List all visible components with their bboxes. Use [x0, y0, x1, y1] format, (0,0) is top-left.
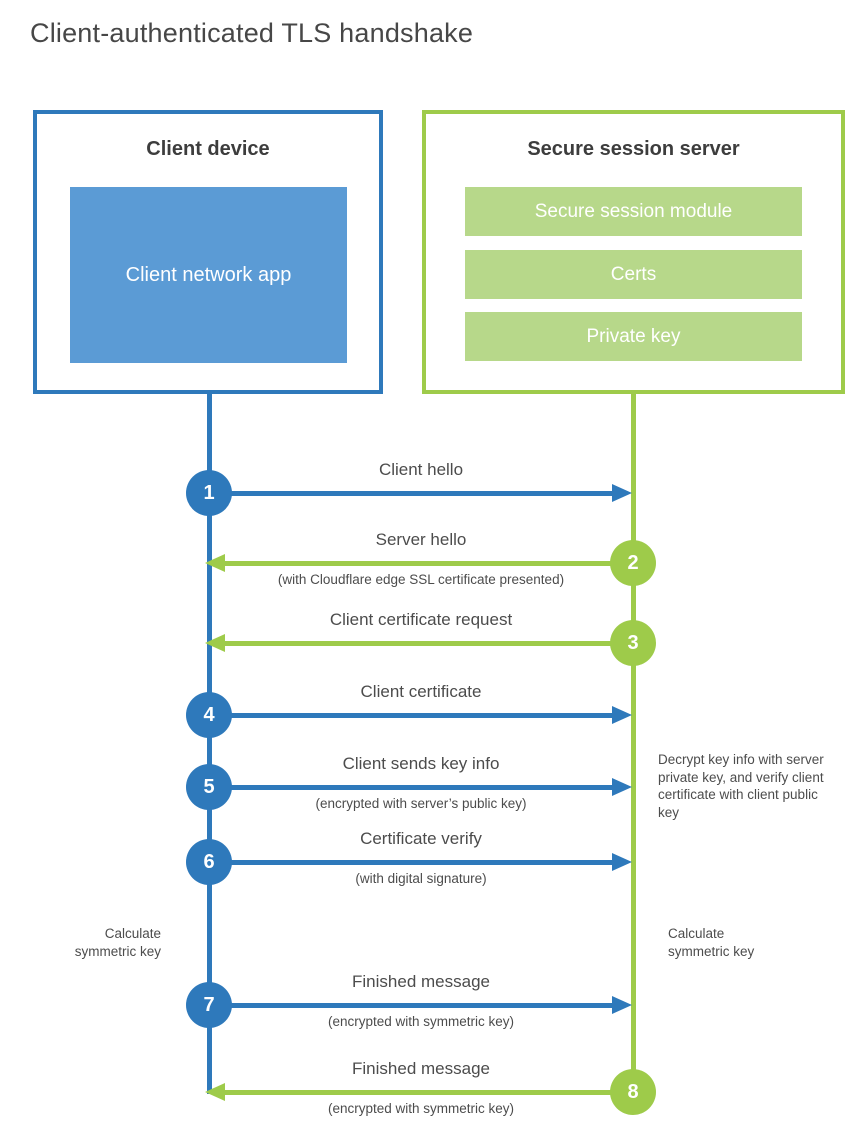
page-title: Client-authenticated TLS handshake — [30, 18, 474, 48]
client-device-title: Client device — [146, 138, 270, 160]
server-to-client-arrow — [205, 554, 633, 572]
message-note: (with Cloudflare edge SSL certificate pr… — [277, 572, 565, 587]
client-to-server-arrow — [209, 484, 632, 502]
step-number-badge: 7 — [186, 982, 232, 1028]
private-key-bar: Private key — [465, 312, 802, 361]
server-decrypt-note: Decrypt key info with server private key… — [658, 752, 824, 820]
client-to-server-arrow — [209, 706, 632, 724]
arrowhead-right-icon — [612, 484, 632, 502]
message-label: Client hello — [378, 460, 464, 479]
server-lifeline — [631, 392, 636, 1092]
message-note: (encrypted with server’s public key) — [315, 796, 527, 811]
message-label: Client sends key info — [342, 754, 500, 773]
arrowhead-right-icon — [612, 778, 632, 796]
message-label: Server hello — [375, 530, 467, 549]
arrowhead-right-icon — [612, 706, 632, 724]
step-number-badge: 1 — [186, 470, 232, 516]
message-label: Client certificate request — [329, 610, 513, 629]
server-to-client-arrow — [205, 1083, 633, 1101]
client-to-server-arrow — [209, 996, 632, 1014]
arrowhead-right-icon — [612, 996, 632, 1014]
step-number-badge: 8 — [610, 1069, 656, 1115]
arrowhead-right-icon — [612, 853, 632, 871]
message-label: Finished message — [352, 972, 490, 991]
client-network-app-box: Client network app — [70, 187, 347, 363]
arrowhead-left-icon — [205, 634, 225, 652]
message-label: Client certificate — [360, 682, 482, 701]
arrowhead-left-icon — [205, 554, 225, 572]
client-lifeline — [207, 392, 212, 1094]
message-label: Certificate verify — [360, 829, 482, 848]
step-number-badge: 3 — [610, 620, 656, 666]
message-note: (with digital signature) — [355, 871, 487, 886]
client-network-app-label: Client network app — [125, 263, 292, 286]
client-to-server-arrow — [209, 778, 632, 796]
step-number-badge: 6 — [186, 839, 232, 885]
secure-session-module-bar: Secure session module — [465, 187, 802, 236]
message-note: (encrypted with symmetric key) — [327, 1101, 515, 1116]
secure-session-server-title: Secure session server — [527, 138, 740, 160]
step-number-badge: 5 — [186, 764, 232, 810]
client-to-server-arrow — [209, 853, 632, 871]
server-calculate-symmetric-key-note: Calculate symmetric key — [668, 926, 755, 959]
message-label: Finished message — [352, 1059, 490, 1078]
arrowhead-left-icon — [205, 1083, 225, 1101]
client-calculate-symmetric-key-note: Calculate symmetric key — [74, 926, 161, 959]
certs-bar: Certs — [465, 250, 802, 299]
step-number-badge: 2 — [610, 540, 656, 586]
message-note: (encrypted with symmetric key) — [327, 1014, 515, 1029]
step-number-badge: 4 — [186, 692, 232, 738]
server-to-client-arrow — [205, 634, 633, 652]
